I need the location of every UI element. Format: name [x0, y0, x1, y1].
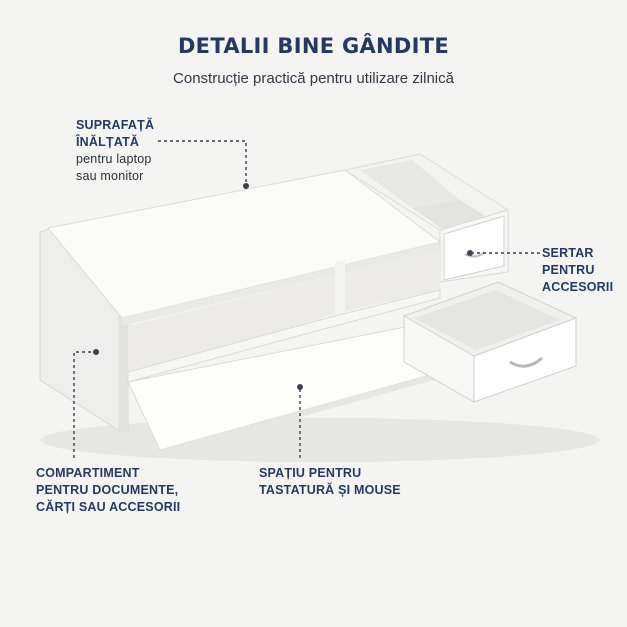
callout-document-compartment-line1: COMPARTIMENT: [36, 466, 140, 480]
callout-accessory-drawer: SERTAR PENTRU ACCESORII: [542, 245, 613, 296]
callout-keyboard-space-line2: TASTATURĂ ȘI MOUSE: [259, 483, 401, 497]
callout-keyboard-space-line1: SPAȚIU PENTRU: [259, 466, 362, 480]
callout-raised-surface-line2: ÎNĂLȚATĂ: [76, 135, 140, 149]
callout-raised-surface-line1: SUPRAFAȚĂ: [76, 118, 155, 132]
drawer-marker-dot: [467, 250, 473, 256]
page-title: DETALII BINE GÂNDITE: [177, 34, 450, 58]
callout-document-compartment: COMPARTIMENT PENTRU DOCUMENTE, CĂRȚI SAU…: [36, 465, 180, 516]
compartment-marker-dot: [93, 349, 99, 355]
callout-document-compartment-line2: PENTRU DOCUMENTE,: [36, 483, 179, 497]
callout-document-compartment-line3: CĂRȚI SAU ACCESORII: [36, 500, 181, 514]
callout-raised-surface-line4: sau monitor: [76, 169, 144, 183]
surface-marker-dot: [243, 183, 249, 189]
page-subtitle: Construcție practică pentru utilizare zi…: [173, 70, 454, 87]
callout-raised-surface: SUPRAFAȚĂ ÎNĂLȚATĂ pentru laptop sau mon…: [76, 117, 154, 185]
callout-keyboard-space: SPAȚIU PENTRU TASTATURĂ ȘI MOUSE: [259, 465, 401, 499]
callout-accessory-drawer-line1: SERTAR: [542, 246, 594, 260]
callout-raised-surface-line3: pentru laptop: [76, 152, 152, 166]
keyboard-marker-dot: [297, 384, 303, 390]
callout-accessory-drawer-line2: PENTRU: [542, 263, 595, 277]
callout-accessory-drawer-line3: ACCESORII: [542, 280, 614, 294]
